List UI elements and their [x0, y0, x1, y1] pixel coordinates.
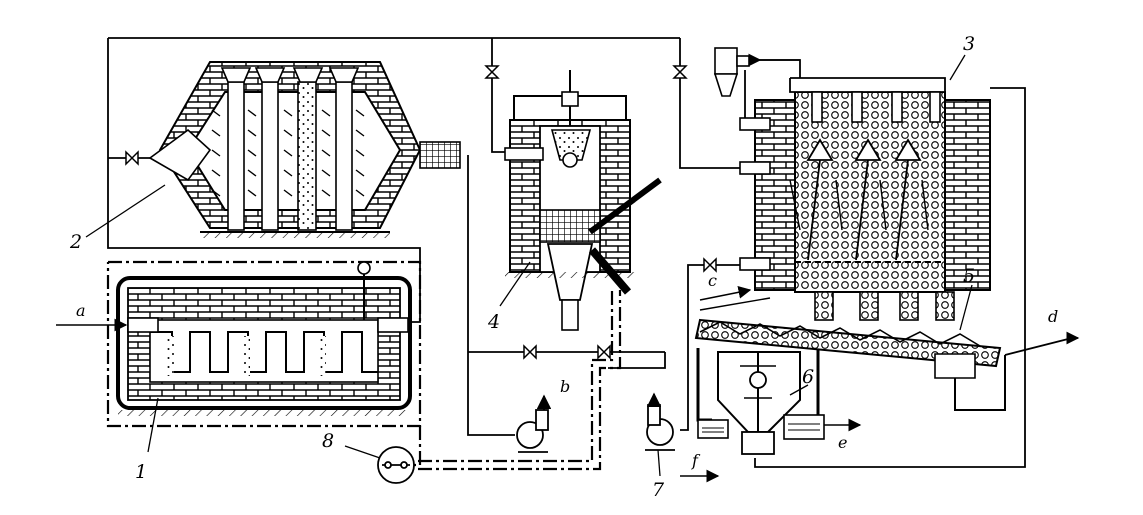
unit-4-shaft — [504, 70, 662, 331]
label-unit-8: 8 — [322, 430, 334, 452]
label-unit-3: 3 — [963, 33, 975, 55]
flow-label-a: a — [76, 301, 86, 320]
label-unit-6: 6 — [802, 366, 814, 388]
flow-label-e: e — [838, 433, 847, 452]
leader-lines — [85, 54, 973, 477]
separator — [713, 47, 800, 97]
flow-label-c: c — [708, 271, 717, 290]
blower-8 — [377, 446, 415, 484]
flow-arrows — [56, 318, 1080, 483]
dashdot-lines — [106, 260, 622, 471]
label-unit-7: 7 — [652, 479, 665, 501]
label-unit-2: 2 — [69, 231, 82, 253]
pump-b — [516, 394, 552, 453]
label-unit-5: 5 — [963, 265, 975, 287]
flow-label-b: b — [560, 377, 570, 396]
unit-2-chamber — [108, 61, 461, 238]
flow-label-f: f — [691, 451, 701, 470]
unit-1-furnace — [116, 261, 412, 416]
unit-5-conveyor — [694, 285, 1006, 411]
unit-3-reactor — [739, 77, 991, 321]
unit-6-filter — [696, 348, 862, 455]
pump-7 — [645, 392, 675, 451]
label-unit-4: 4 — [487, 311, 500, 333]
flow-label-d: d — [1048, 307, 1058, 326]
label-unit-1: 1 — [135, 461, 147, 483]
valves — [125, 65, 717, 360]
